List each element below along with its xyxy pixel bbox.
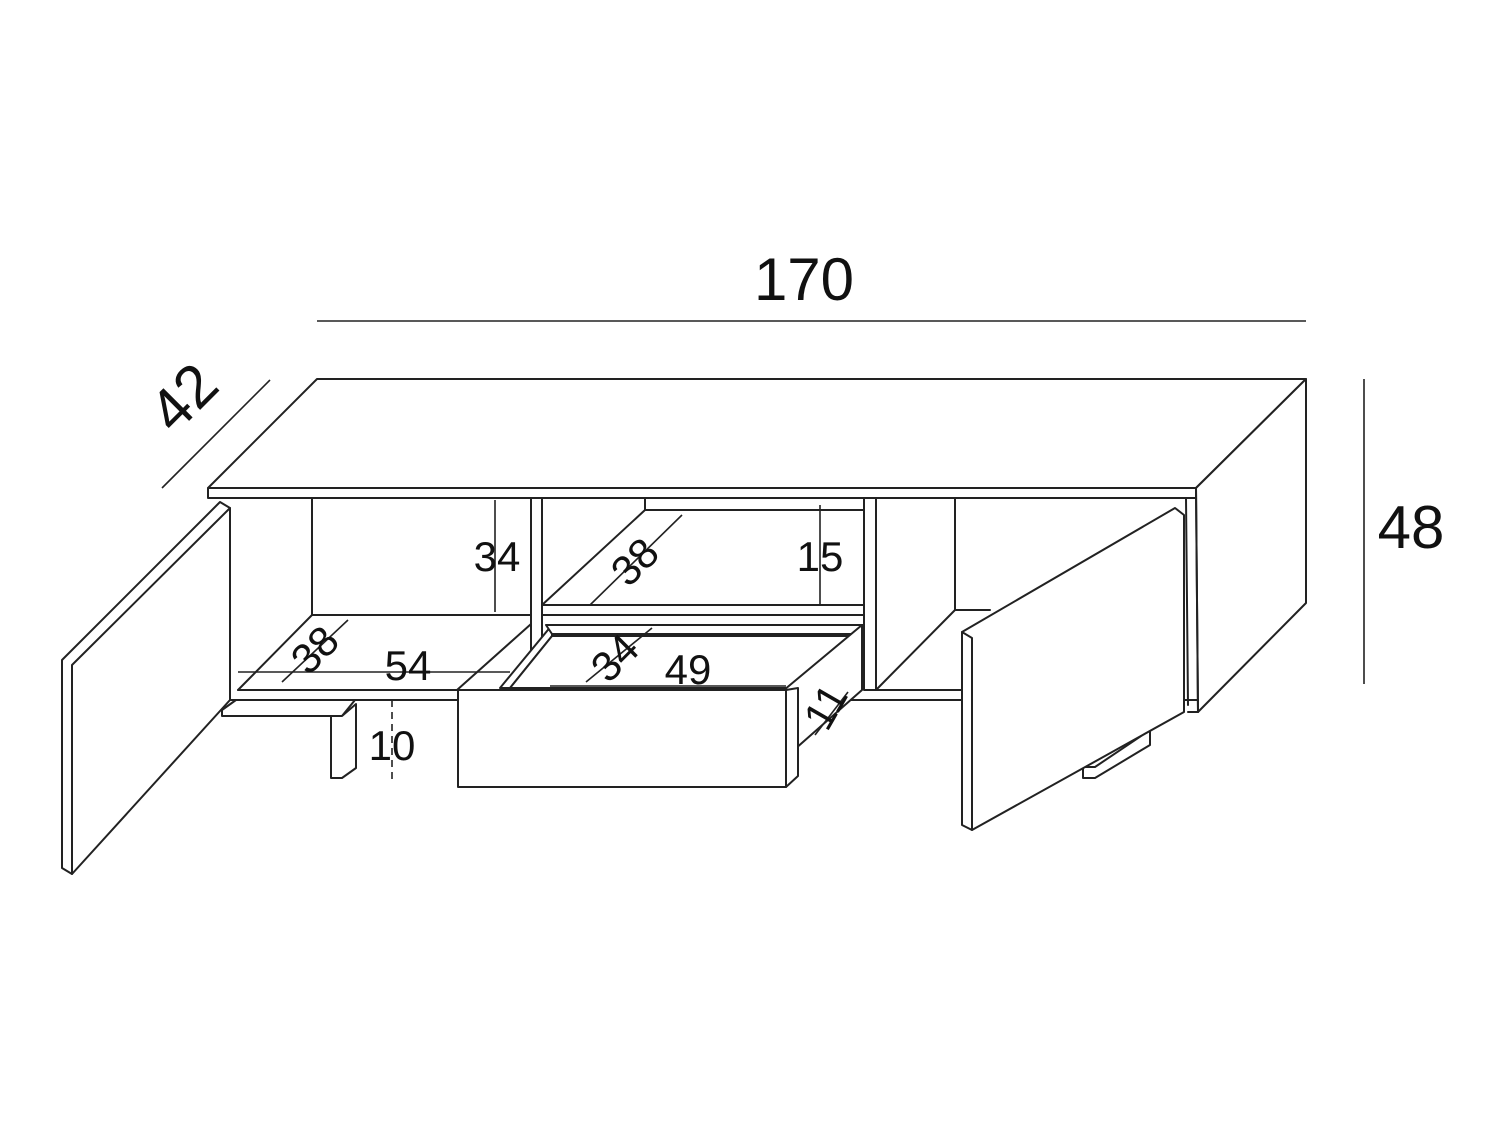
drawer-depth-line (585, 627, 653, 683)
center-niche-shelf-front (541, 604, 865, 616)
drawer (457, 624, 865, 788)
right-door-face (961, 507, 1185, 831)
depth-dimension-line (161, 379, 271, 489)
left-base-top (221, 699, 356, 717)
left-inner-height-label: 34 (474, 533, 521, 580)
overall-dimensions (161, 320, 1365, 684)
drawer-height-line (814, 691, 849, 736)
right-floor-back (875, 609, 956, 691)
inner-dimensions (238, 500, 849, 782)
right-divider (863, 497, 877, 691)
drawer-width-label: 49 (665, 646, 712, 693)
right-side-inner-edge (1185, 497, 1189, 706)
cabinet-top (207, 378, 1307, 489)
drawer-front-side (785, 687, 799, 788)
right-side-front-edge (1195, 487, 1199, 713)
niche-height-label: 15 (797, 533, 844, 580)
cabinet-body (207, 378, 1307, 713)
drawer-front (457, 689, 787, 788)
right-leg (1082, 729, 1151, 779)
overall-depth-label: 42 (136, 350, 231, 445)
left-base (221, 699, 357, 779)
left-door (61, 501, 231, 875)
right-door-edge (961, 631, 973, 831)
left-base-leg (330, 703, 357, 779)
niche-depth-line (589, 514, 683, 606)
drawer-box-back (545, 624, 865, 635)
top-front-edge (207, 487, 1197, 499)
overall-height-label: 48 (1378, 494, 1445, 561)
base-height-label: 10 (369, 722, 416, 769)
overall-width-label: 170 (754, 246, 854, 313)
left-door-face (71, 507, 231, 875)
left-inner-width-label: 54 (385, 642, 432, 689)
right-door (961, 507, 1185, 831)
